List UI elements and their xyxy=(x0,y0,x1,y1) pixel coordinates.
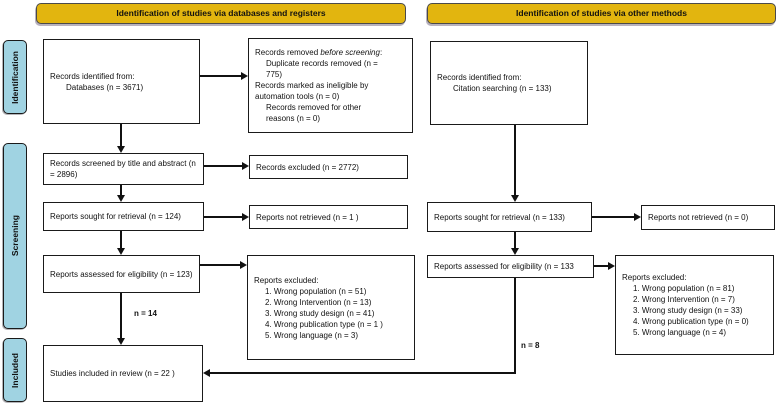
reports-excluded-other-item: 2. Wrong Intervention (n = 7) xyxy=(633,295,735,304)
box-studies-included: Studies included in review (n = 22 ) xyxy=(43,345,203,402)
box-records-identified-databases: Records identified from: Databases (n = … xyxy=(43,39,200,124)
records-removed-line4: automation tools (n = 0) xyxy=(255,92,340,101)
box-records-removed-before-screening: Records removed before screening: Duplic… xyxy=(248,38,413,133)
box-reports-assessed-other: Reports assessed for eligibility (n = 13… xyxy=(427,255,594,278)
records-removed-line1: Duplicate records removed (n = xyxy=(266,59,378,68)
arrow-citation-to-sought-line xyxy=(514,125,516,196)
reports-excluded-other-title: Reports excluded: xyxy=(622,273,687,282)
citation-identified-line1: Records identified from: xyxy=(437,73,522,82)
arrow-sought-to-assessed-other-head xyxy=(511,248,519,255)
reports-assessed-other-label: Reports assessed for eligibility (n = 13… xyxy=(434,262,574,271)
arrow-sought-to-notretrieved-other-head xyxy=(634,213,641,221)
arrow-other-to-included-vline xyxy=(514,278,516,374)
citation-identified-line2: Citation searching (n = 133) xyxy=(453,84,552,93)
reports-excluded-databases-item: 4. Wrong publication type (n = 1 ) xyxy=(265,319,383,329)
reports-excluded-databases-title: Reports excluded: xyxy=(254,275,319,285)
header-other-label: Identification of studies via other meth… xyxy=(516,8,687,18)
box-reports-sought-databases: Reports sought for retrieval (n = 124) xyxy=(43,202,204,231)
records-removed-line3: Records marked as ineligible by xyxy=(255,81,369,90)
reports-sought-other-label: Reports sought for retrieval (n = 133) xyxy=(434,212,565,222)
arrow-sought-to-assessed-other-line xyxy=(514,232,516,249)
box-reports-not-retrieved-databases: Reports not retrieved (n = 1 ) xyxy=(249,205,408,229)
arrow-other-to-included-head xyxy=(203,369,210,377)
reports-excluded-databases-item: 2. Wrong Intervention (n = 13) xyxy=(265,297,372,307)
stage-identification: Identification xyxy=(3,40,27,114)
stage-identification-label: Identification xyxy=(9,50,20,104)
arrow-screened-to-excluded-head xyxy=(242,162,249,170)
stage-included-label: Included xyxy=(9,352,20,388)
reports-assessed-databases-label: Reports assessed for eligibility (n = 12… xyxy=(50,269,193,279)
arrow-identified-to-screened-line xyxy=(120,124,122,147)
arrow-sought-to-notretrieved-head xyxy=(242,213,249,221)
arrow-sought-to-assessed-head xyxy=(117,248,125,255)
records-removed-line2: 775) xyxy=(266,70,283,79)
box-records-screened: Records screened by title and abstract (… xyxy=(43,153,204,185)
records-identified-line1: Records identified from: xyxy=(50,71,135,81)
arrow-assessed-to-included-head xyxy=(117,338,125,345)
label-n14: n = 14 xyxy=(134,309,157,318)
label-n8: n = 8 xyxy=(521,341,540,350)
arrow-screened-to-excluded-line xyxy=(204,165,242,167)
arrow-identified-to-screened-head xyxy=(117,146,125,153)
arrow-screened-to-sought-head xyxy=(117,195,125,202)
box-reports-sought-other: Reports sought for retrieval (n = 133) xyxy=(427,202,592,232)
header-other-methods: Identification of studies via other meth… xyxy=(427,3,776,24)
reports-excluded-other-item: 5. Wrong language (n = 4) xyxy=(633,328,727,337)
arrow-identified-to-removed-head xyxy=(241,72,248,80)
records-removed-line5: Records removed for other xyxy=(266,103,362,112)
box-reports-not-retrieved-other: Reports not retrieved (n = 0) xyxy=(641,205,775,230)
arrow-assessed-to-excluded-other-line xyxy=(594,265,608,267)
studies-included-label: Studies included in review (n = 22 ) xyxy=(50,369,175,378)
reports-excluded-other-item: 1. Wrong population (n = 81) xyxy=(633,284,735,293)
arrow-assessed-to-excluded-other-head xyxy=(608,262,615,270)
arrow-citation-to-sought-head xyxy=(511,195,519,202)
reports-excluded-databases-item: 3. Wrong study design (n = 41) xyxy=(265,308,375,318)
arrow-sought-to-assessed-line xyxy=(120,231,122,249)
reports-excluded-databases-item: 5. Wrong language (n = 3) xyxy=(265,330,359,340)
box-records-identified-citation: Records identified from: Citation search… xyxy=(430,41,588,125)
arrow-screened-to-sought-line xyxy=(120,185,122,196)
header-databases-label: Identification of studies via databases … xyxy=(116,8,326,18)
box-reports-excluded-databases: Reports excluded: 1. Wrong population (n… xyxy=(247,255,415,360)
arrow-assessed-to-excluded-head xyxy=(240,261,247,269)
arrow-assessed-to-included-line xyxy=(120,293,122,339)
arrow-other-to-included-hline xyxy=(210,372,516,374)
reports-not-retrieved-databases-label: Reports not retrieved (n = 1 ) xyxy=(256,212,359,222)
reports-excluded-other-item: 3. Wrong study design (n = 33) xyxy=(633,306,743,315)
arrow-assessed-to-excluded-line xyxy=(200,264,240,266)
header-databases-registers: Identification of studies via databases … xyxy=(36,3,406,24)
arrow-sought-to-notretrieved-other-line xyxy=(592,216,634,218)
stage-screening-label: Screening xyxy=(9,215,20,257)
records-screened-label: Records screened by title and abstract (… xyxy=(50,159,196,179)
box-reports-excluded-other: Reports excluded: 1. Wrong population (n… xyxy=(615,255,774,355)
box-records-excluded: Records excluded (n = 2772) xyxy=(249,155,408,179)
records-removed-line6: reasons (n = 0) xyxy=(266,114,321,123)
records-identified-line2: Databases (n = 3671) xyxy=(66,82,144,92)
reports-excluded-databases-item: 1. Wrong population (n = 51) xyxy=(265,286,367,296)
arrow-sought-to-notretrieved-line xyxy=(204,216,242,218)
stage-included: Included xyxy=(3,338,27,402)
reports-not-retrieved-other-label: Reports not retrieved (n = 0) xyxy=(648,213,749,222)
stage-screening: Screening xyxy=(3,143,27,329)
arrow-identified-to-removed-line xyxy=(200,75,241,77)
box-reports-assessed-databases: Reports assessed for eligibility (n = 12… xyxy=(43,255,200,293)
reports-sought-databases-label: Reports sought for retrieval (n = 124) xyxy=(50,212,181,221)
records-excluded-label: Records excluded (n = 2772) xyxy=(256,162,359,172)
reports-excluded-other-item: 4. Wrong publication type (n = 0) xyxy=(633,317,749,326)
records-removed-intro: Records removed before screening: xyxy=(255,48,383,57)
